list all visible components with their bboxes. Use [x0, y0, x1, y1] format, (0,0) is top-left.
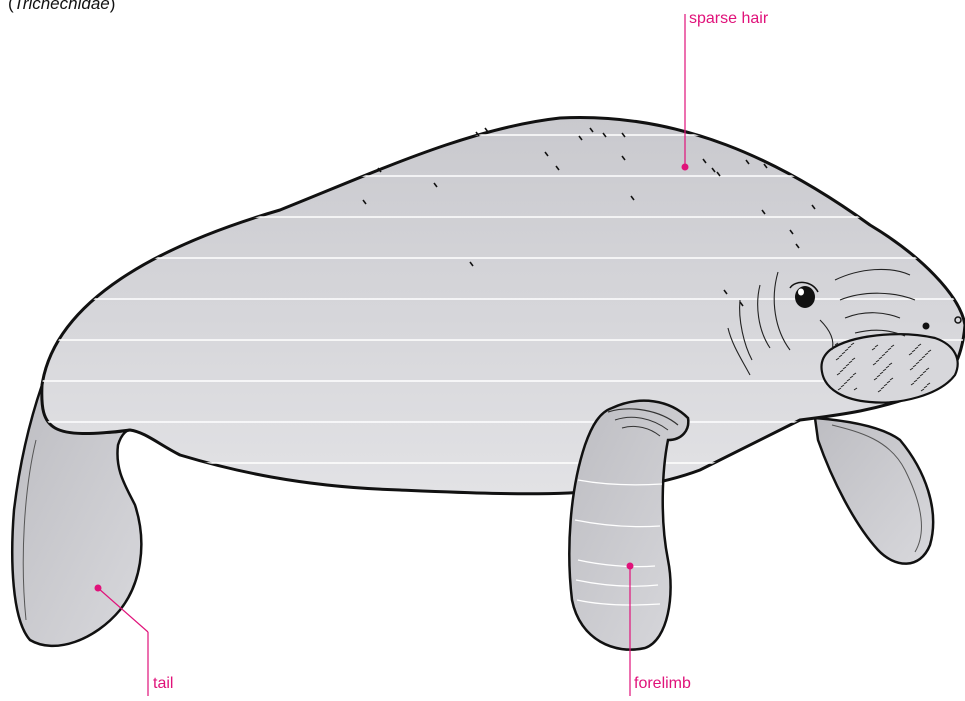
hair-point: [682, 164, 689, 171]
family-heading: (Trichechidae): [8, 0, 115, 14]
rear-flipper: [815, 418, 933, 564]
sparse-hair-label: sparse hair: [689, 10, 768, 28]
forelimb-label: forelimb: [634, 675, 691, 693]
tail-label: tail: [153, 675, 173, 693]
tail-point: [95, 585, 102, 592]
eye-icon: [795, 286, 815, 308]
nostril-icon: [923, 323, 930, 330]
muzzle: [821, 334, 957, 402]
forelimb-flipper: [569, 401, 688, 650]
forelimb-point: [627, 563, 634, 570]
